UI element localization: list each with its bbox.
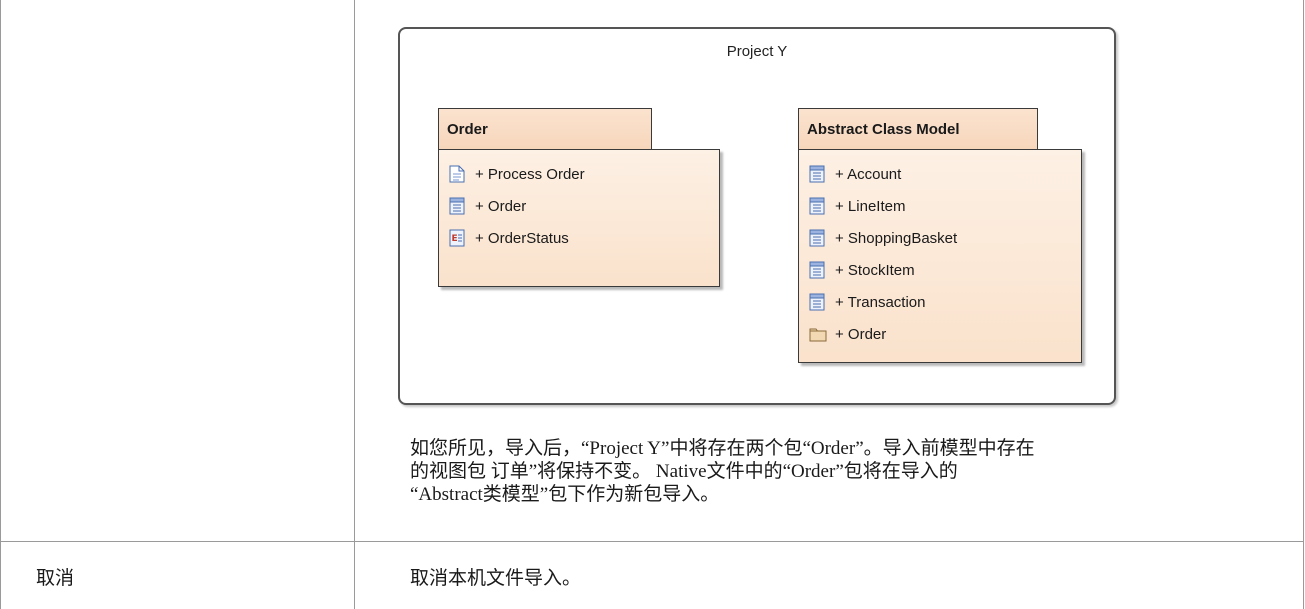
class-icon xyxy=(809,165,825,183)
package-item-label: + StockItem xyxy=(835,261,915,279)
package-item: + Transaction xyxy=(809,291,925,313)
package-item-label: + Process Order xyxy=(475,165,585,183)
package-item: + Process Order xyxy=(449,163,585,185)
project-diagram: Project Y Order + Process Order + Order … xyxy=(398,27,1116,405)
table-right-border xyxy=(1303,0,1304,609)
abstract-class-model-package-body: + Account + LineItem + ShoppingBasket + … xyxy=(798,149,1082,363)
package-item-label: + Transaction xyxy=(835,293,926,311)
table-row-divider xyxy=(0,541,1304,542)
package-item-label: + Order xyxy=(835,325,887,343)
package-item-label: + OrderStatus xyxy=(475,229,569,247)
svg-text:E: E xyxy=(452,234,458,244)
package-item: + LineItem xyxy=(809,195,905,217)
abstract-class-model-package-tab: Abstract Class Model xyxy=(798,108,1038,150)
package-item-label: + Account xyxy=(835,165,902,183)
description-line: “Abstract类模型”包下作为新包导入。 xyxy=(410,484,720,505)
class-icon xyxy=(809,229,825,247)
package-item-label: + ShoppingBasket xyxy=(835,229,958,247)
table-left-border xyxy=(0,0,1,609)
cancel-option-description: 取消本机文件导入。 xyxy=(410,568,582,589)
package-item: + Order xyxy=(449,195,526,217)
table-column-divider xyxy=(354,0,355,609)
class-icon xyxy=(809,197,825,215)
description-line: 的视图包 订单”将保持不变。 Native文件中的“Order”包将在导入的 xyxy=(410,461,958,482)
order-package-tab: Order xyxy=(438,108,652,150)
package-item: + Account xyxy=(809,163,901,185)
package-item: + ShoppingBasket xyxy=(809,227,957,249)
class-icon xyxy=(809,261,825,279)
package-item: + StockItem xyxy=(809,259,915,281)
description-line: 如您所见，导入后，“Project Y”中将存在两个包“Order”。导入前模型… xyxy=(410,438,1035,459)
package-item-label: + Order xyxy=(475,197,527,215)
class-icon xyxy=(809,293,825,311)
enumeration-icon: E xyxy=(449,229,465,247)
class-icon xyxy=(449,197,465,215)
description-paragraph: 如您所见，导入后，“Project Y”中将存在两个包“Order”。导入前模型… xyxy=(410,437,1035,506)
use-case-document-icon xyxy=(449,165,465,183)
order-package-body: + Process Order + Order E + OrderStatus xyxy=(438,149,720,287)
package-folder-icon xyxy=(809,325,827,343)
package-item: + Order xyxy=(809,323,886,345)
package-item: E + OrderStatus xyxy=(449,227,569,249)
cancel-option-label: 取消 xyxy=(36,568,75,589)
diagram-title: Project Y xyxy=(726,43,788,60)
package-item-label: + LineItem xyxy=(835,197,906,215)
